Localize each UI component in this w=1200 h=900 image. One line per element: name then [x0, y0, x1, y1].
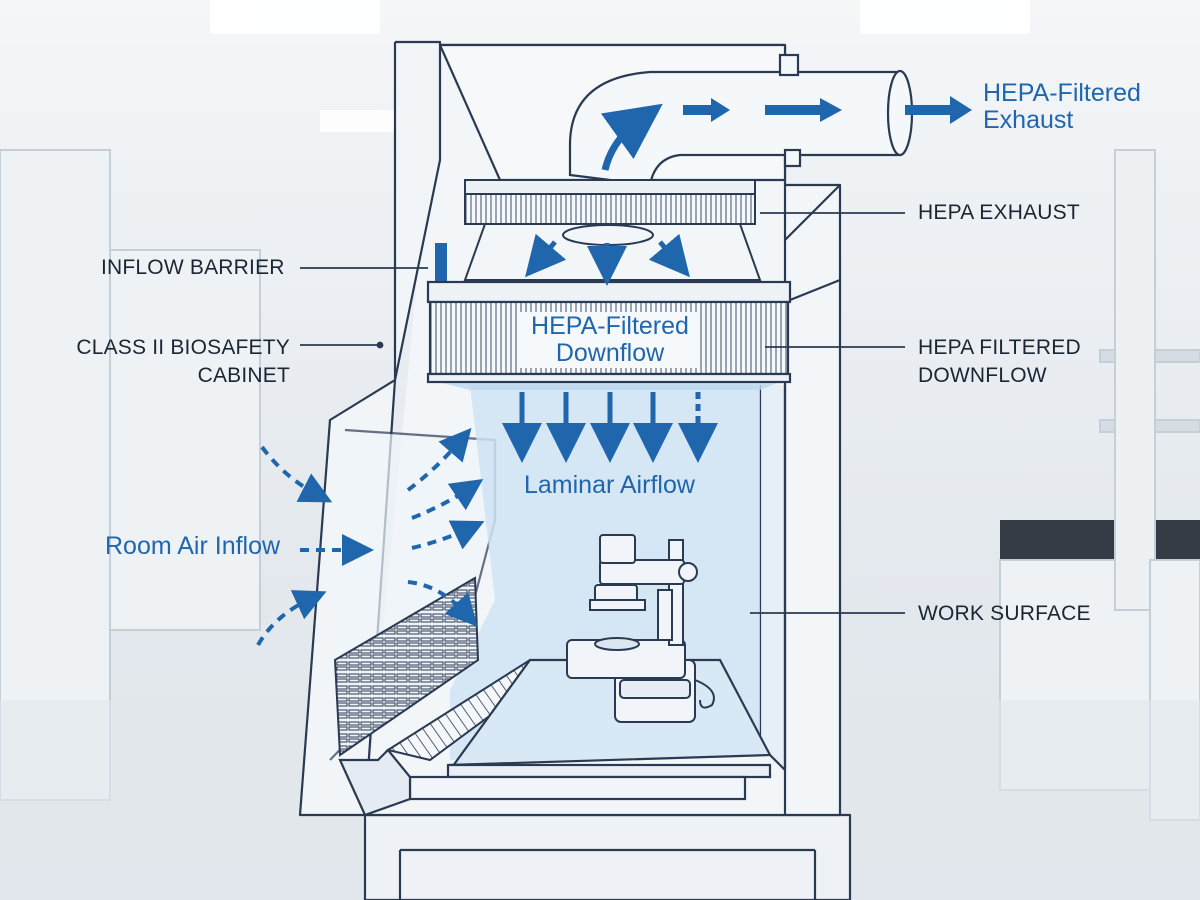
plenum-arrows [525, 233, 690, 286]
hepa-filtered-downflow-line-2: DOWNFLOW [918, 364, 1047, 387]
exhaust-arrows [600, 96, 972, 171]
room-air-inflow-arrows [256, 427, 485, 646]
work-surface-callout: WORK SURFACE [918, 602, 1091, 625]
exhaust-flow-line-2: Exhaust [983, 106, 1074, 134]
exhaust-flow-line-1: HEPA-Filtered [983, 79, 1141, 107]
room-air-inflow-label: Room Air Inflow [105, 532, 281, 560]
cabinet-callout-line-2: CABINET [197, 364, 290, 387]
downflow-filter-label: HEPA-Filtered Downflow [520, 313, 700, 367]
laminar-downflow-arrows [502, 392, 718, 463]
inflow-barrier-callout: INFLOW BARRIER [101, 256, 285, 279]
hepa-exhaust-callout: HEPA EXHAUST [918, 201, 1080, 224]
cabinet-callout: CLASS II BIOSAFETY CABINET [68, 334, 290, 390]
hepa-filtered-downflow-line-1: HEPA FILTERED [918, 336, 1081, 359]
exhaust-hepa-filter [435, 179, 762, 281]
leader-lines [300, 212, 905, 614]
downflow-filter-line-1: HEPA-Filtered [531, 312, 689, 340]
microscope [566, 534, 715, 723]
laminar-airflow-label: Laminar Airflow [524, 471, 695, 499]
cabinet-callout-line-1: CLASS II BIOSAFETY [76, 336, 290, 359]
downflow-hepa-filter [426, 280, 792, 384]
downflow-filter-line-2: Downflow [555, 339, 665, 367]
exhaust-flow-label: HEPA-Filtered Exhaust [983, 80, 1141, 134]
hepa-filtered-downflow-callout: HEPA FILTERED DOWNFLOW [918, 334, 1081, 390]
